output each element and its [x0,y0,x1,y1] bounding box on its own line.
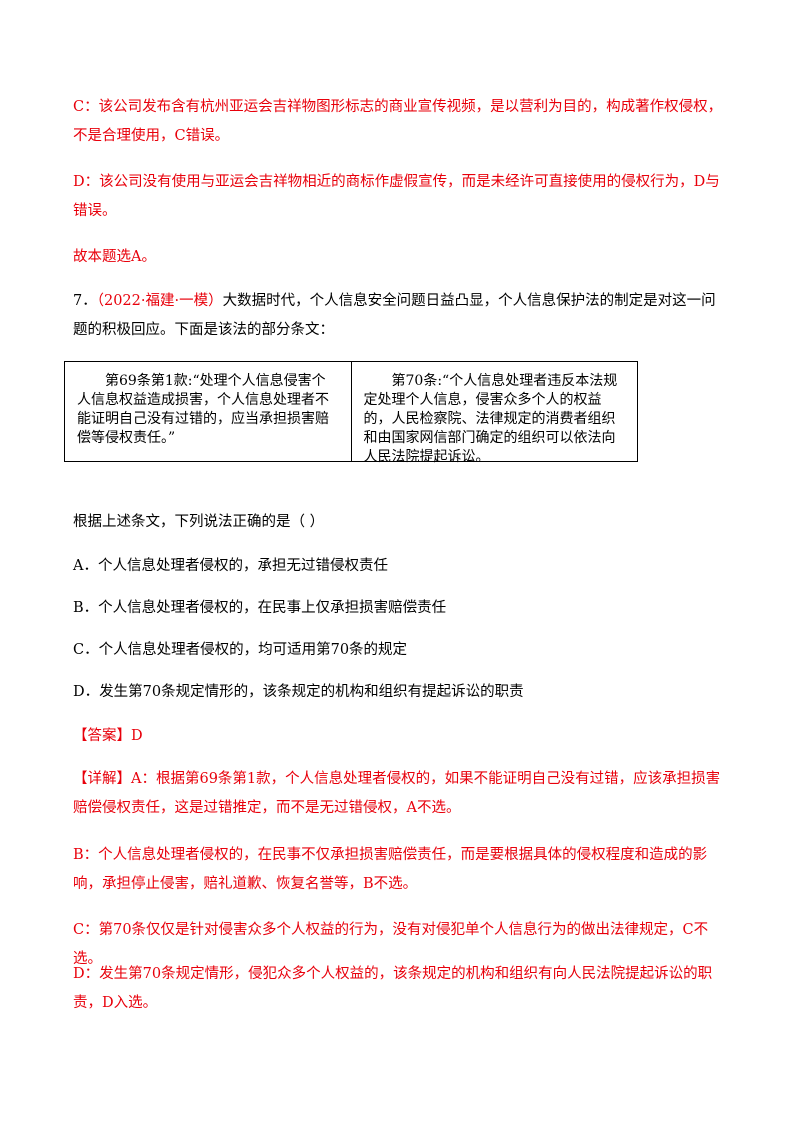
explanation-d: D：发生第70条规定情形，侵犯众多个人权益的，该条规定的机构和组织有向人民法院提… [73,966,713,1011]
article-69-cell: 第69条第1款:“处理个人信息侵害个人信息权益造成损害，个人信息处理者不能证明自… [77,373,329,446]
option-a: A．个人信息处理者侵权的，承担无过错侵权责任 [73,558,388,574]
law-articles-table: 第69条第1款:“处理个人信息侵害个人信息权益造成损害，个人信息处理者不能证明自… [64,361,638,465]
prev-option-c-explanation: C：该公司发布含有杭州亚运会吉祥物图形标志的商业宣传视频，是以营利为目的，构成著… [73,99,723,144]
option-d: D．发生第70条规定情形的，该条规定的机构和组织有提起诉讼的职责 [73,684,524,700]
option-b: B．个人信息处理者侵权的，在民事上仅承担损害赔偿责任 [73,600,447,616]
question-stem: 大数据时代，个人信息安全问题日益凸显，个人信息保护法的制定是对这一问题的积极回应… [73,293,716,338]
prev-conclusion: 故本题选A。 [73,249,156,265]
question-source: （2022·福建·一模） [96,293,223,309]
answer-line: 【答案】D [73,728,143,744]
article-70-cell: 第70条:“个人信息处理者违反本法规定处理个人信息，侵害众多个人的权益的，人民检… [350,362,638,465]
explanation-c: C：第70条仅仅是针对侵害众多个人权益的行为，没有对侵犯单个人信息行为的做出法律… [73,922,709,967]
explanation-b: B：个人信息处理者侵权的，在民事不仅承担损害赔偿责任，而是要根据具体的侵权程度和… [73,847,708,892]
prev-option-d-explanation: D：该公司没有使用与亚运会吉祥物相近的商标作虚假宣传，而是未经许可直接使用的侵权… [73,174,720,219]
question-7: 7．（2022·福建·一模）大数据时代，个人信息安全问题日益凸显，个人信息保护法… [73,287,727,345]
explanation-a: 【详解】A：根据第69条第1款，个人信息处理者侵权的，如果不能证明自己没有过错，… [73,771,721,816]
question-prompt: 根据上述条文，下列说法正确的是（ ） [73,514,325,530]
question-number: 7． [73,293,97,309]
option-c: C．个人信息处理者侵权的，均可适用第70条的规定 [73,642,408,658]
